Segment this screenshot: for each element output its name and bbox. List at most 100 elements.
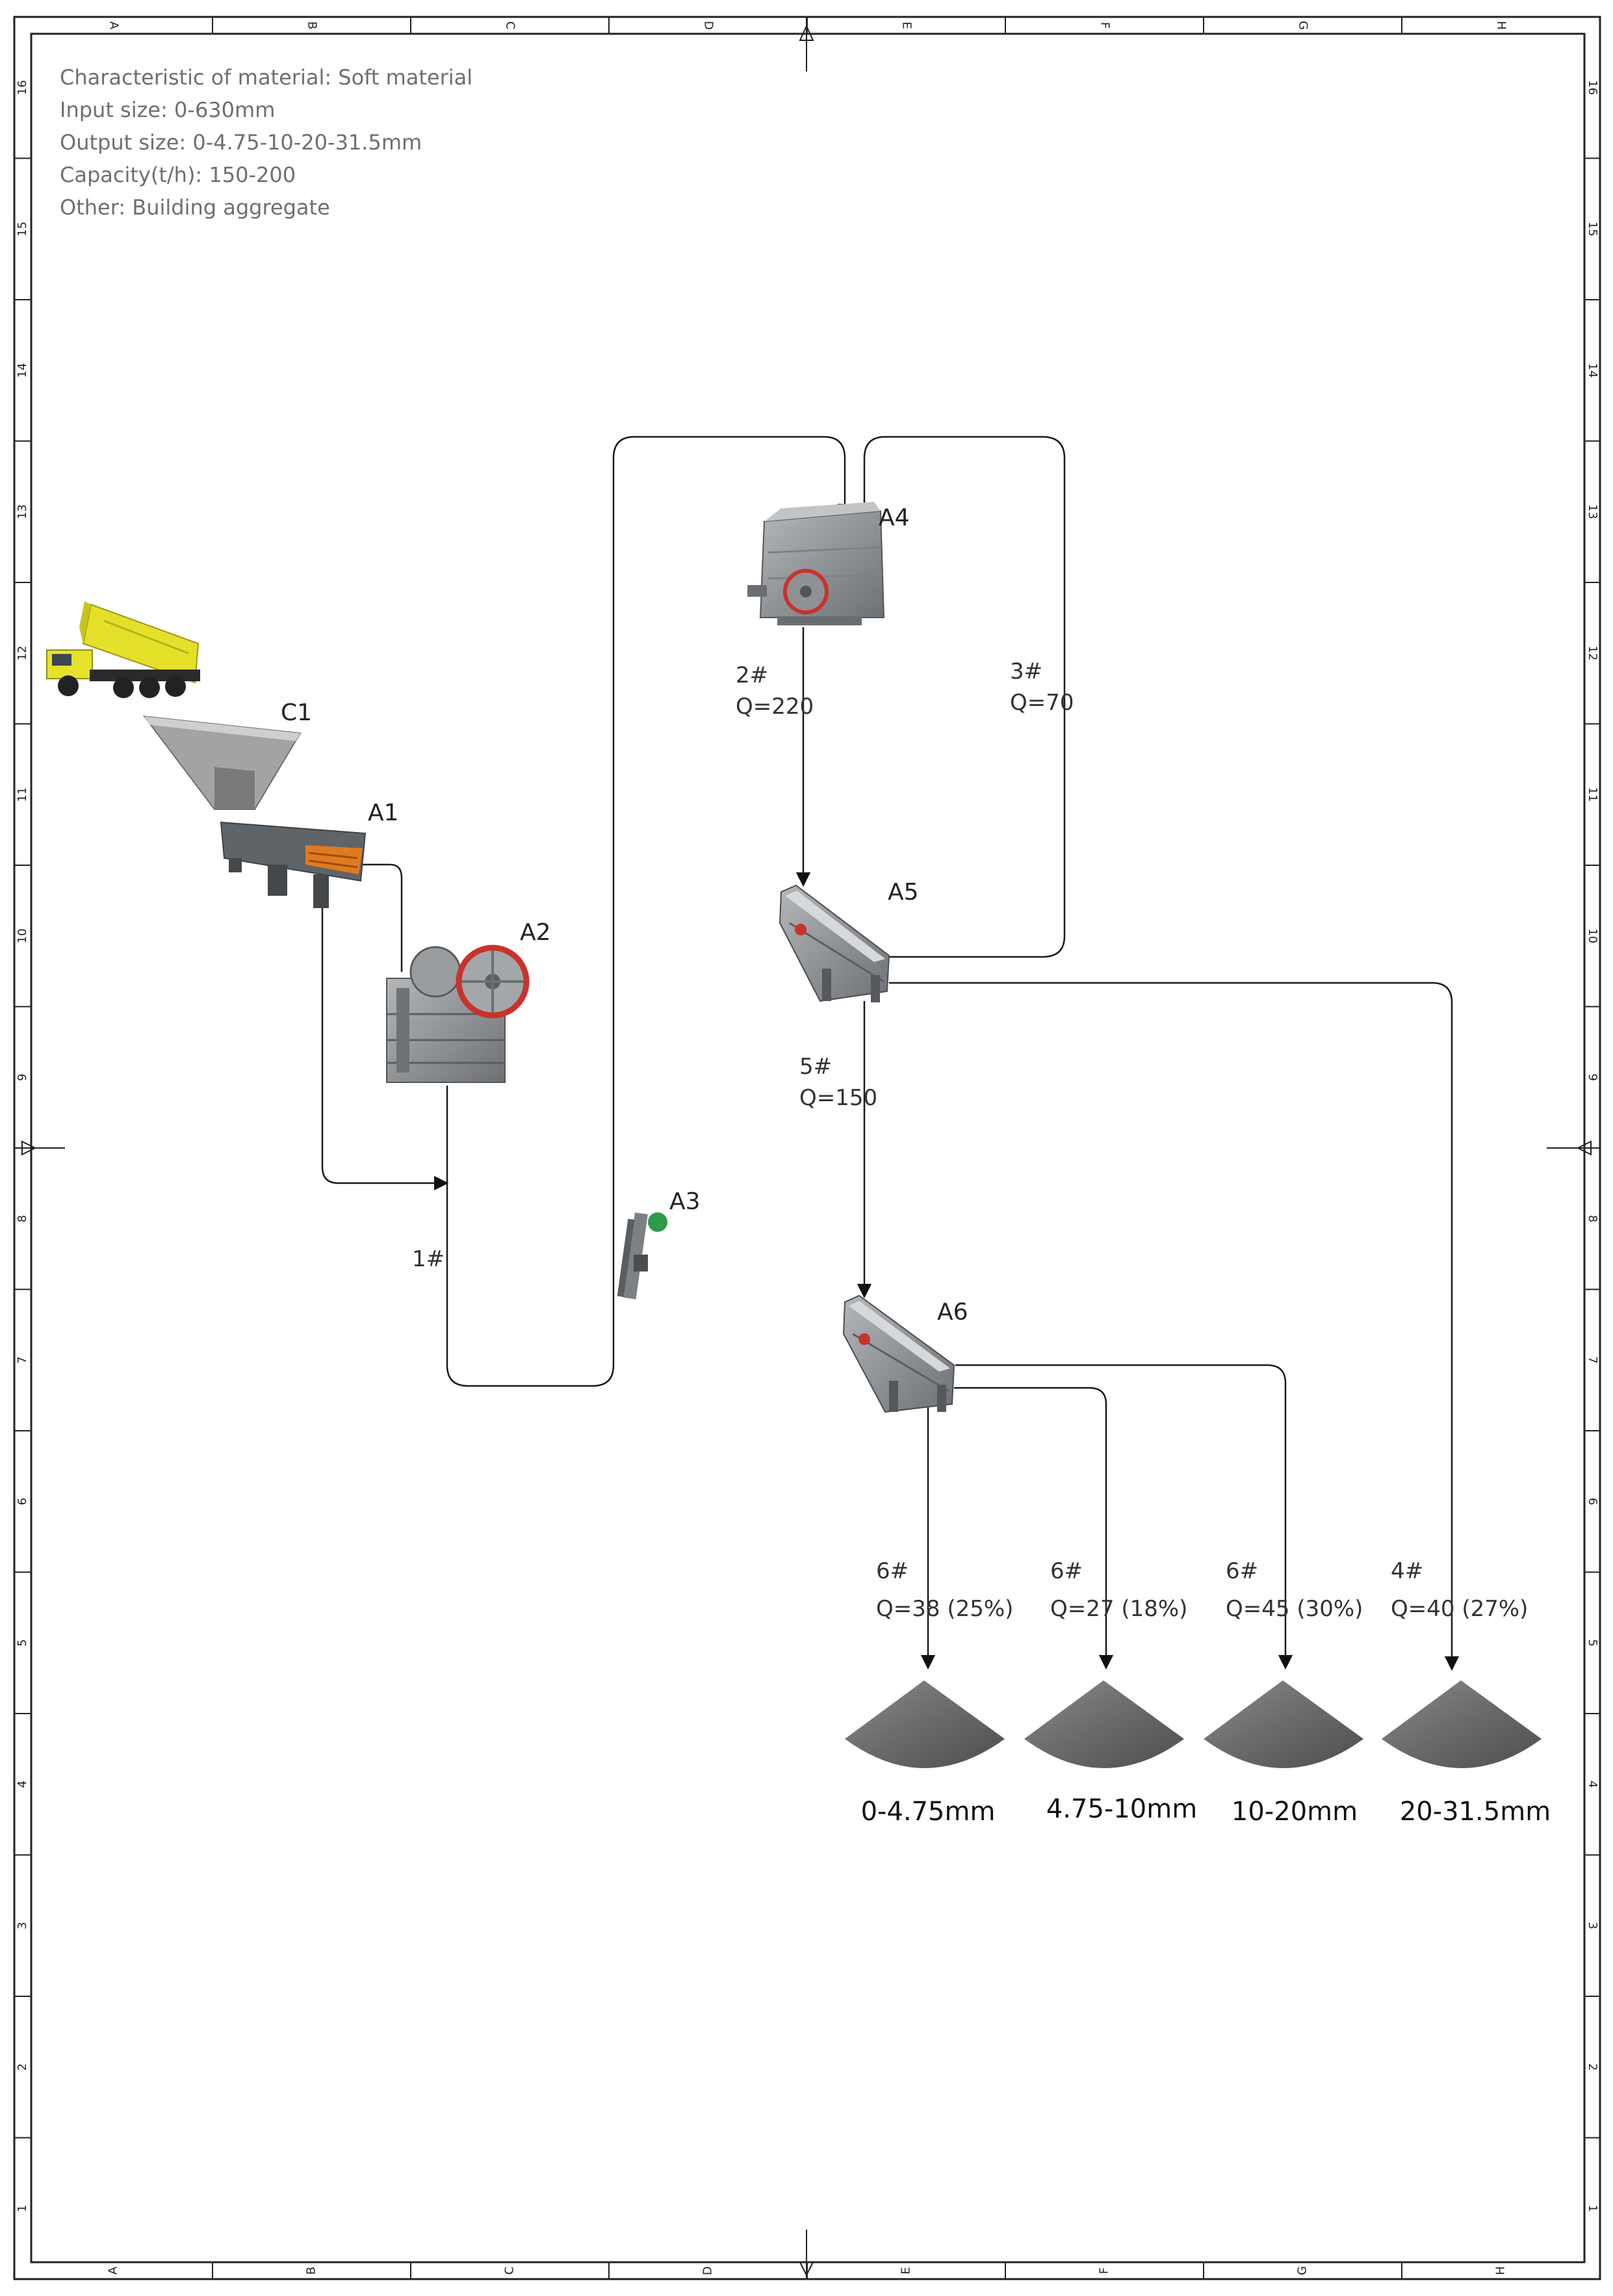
grid-row-left-12: 12: [16, 646, 29, 660]
label-a6: A6: [937, 1299, 968, 1325]
label-a2: A2: [520, 919, 551, 946]
grid-col-top-F: F: [1098, 22, 1112, 29]
label-a1: A1: [368, 800, 399, 826]
grid-row-right-5: 5: [1586, 1639, 1599, 1647]
flow-label-5-q: Q=150: [799, 1085, 877, 1111]
flow-6-pile-3: [955, 1364, 1293, 1670]
grid-col-bottom-F: F: [1098, 2267, 1111, 2274]
flow-label-p1-q: Q=38 (25%): [876, 1596, 1013, 1622]
flow-1-to-a4: [446, 436, 853, 1387]
label-a3: A3: [669, 1188, 701, 1215]
feeder-a1-icon: [220, 821, 367, 908]
grid-row-left-10: 10: [16, 928, 29, 943]
grid-col-bottom-H: H: [1494, 2266, 1508, 2275]
spec-block: Characteristic of material: Soft materia…: [60, 65, 472, 220]
flow-lines: [321, 436, 1460, 1671]
grid-col-bottom-C: C: [503, 2267, 517, 2275]
flow-label-2-id: 2#: [736, 662, 768, 688]
flow-a1-to-a2: [356, 863, 403, 972]
grid-row-left-9: 9: [16, 1074, 29, 1081]
grid-row-left-16: 16: [16, 80, 29, 95]
flow-label-p2-id: 6#: [1050, 1558, 1083, 1584]
flow-6-pile-2: [954, 1387, 1114, 1670]
flow-label-p2-q: Q=27 (18%): [1050, 1596, 1187, 1622]
spec-material: Characteristic of material: Soft materia…: [60, 65, 472, 90]
grid-row-right-2: 2: [1586, 2063, 1599, 2070]
product-pile-3: [1204, 1680, 1363, 1768]
grid-row-right-7: 7: [1586, 1357, 1599, 1364]
label-a4: A4: [879, 504, 910, 531]
grid-row-right-10: 10: [1586, 928, 1599, 943]
grid-col-top-B: B: [305, 21, 319, 29]
grid-row-left-3: 3: [16, 1922, 29, 1929]
grid-row-left-4: 4: [16, 1781, 29, 1788]
flow-label-1: 1#: [412, 1246, 445, 1272]
product-label-2: 4.75-10mm: [1046, 1794, 1197, 1824]
product-label-3: 10-20mm: [1232, 1797, 1358, 1827]
flow-3-return: [857, 436, 1066, 958]
grid-row-right-11: 11: [1586, 787, 1599, 802]
grid-col-top-G: G: [1297, 21, 1310, 30]
product-piles: [845, 1680, 1542, 1768]
dump-truck-icon: [46, 601, 200, 698]
product-pile-1: [845, 1680, 1005, 1768]
conveyor-a3-icon: [617, 1212, 667, 1299]
grid-col-bottom-D: D: [701, 2266, 715, 2275]
grid-row-right-16: 16: [1586, 80, 1599, 95]
grid-row-left-6: 6: [16, 1498, 29, 1505]
flow-label-3-id: 3#: [1010, 659, 1042, 685]
label-c1: C1: [281, 699, 312, 726]
spec-input-size: Input size: 0-630mm: [60, 98, 275, 122]
grid-col-bottom-A: A: [107, 2266, 120, 2275]
grid-row-right-15: 15: [1586, 222, 1599, 237]
flow-label-2-q: Q=220: [736, 694, 814, 720]
grid-row-left-15: 15: [16, 222, 29, 237]
grid-row-right-9: 9: [1586, 1074, 1599, 1081]
flow-label-p4-q: Q=40 (27%): [1391, 1596, 1528, 1622]
product-label-4: 20-31.5mm: [1400, 1797, 1551, 1827]
grid-row-right-8: 8: [1586, 1215, 1599, 1222]
flow-label-p3-q: Q=45 (30%): [1226, 1596, 1363, 1622]
grid-row-left-11: 11: [16, 787, 29, 802]
label-a5: A5: [888, 879, 919, 906]
grid-row-left-1: 1: [16, 2205, 29, 2212]
hopper-c1-icon: [142, 715, 302, 810]
flow-label-p4-id: 4#: [1391, 1558, 1423, 1584]
grid-col-bottom-E: E: [899, 2267, 913, 2274]
grid-row-right-6: 6: [1586, 1498, 1599, 1505]
grid-row-left-8: 8: [16, 1215, 29, 1222]
grid-col-bottom-G: G: [1296, 2266, 1310, 2275]
grid-row-right-12: 12: [1586, 646, 1599, 660]
grid-col-top-H: H: [1495, 21, 1508, 30]
grid-row-right-4: 4: [1586, 1781, 1599, 1788]
flow-label-p3-id: 6#: [1226, 1558, 1258, 1584]
grid-row-left-2: 2: [16, 2063, 29, 2070]
spec-other: Other: Building aggregate: [60, 195, 330, 220]
grid-row-left-13: 13: [16, 504, 29, 519]
vibrating-screen-a6-icon: [842, 1294, 955, 1413]
grid-col-top-C: C: [504, 21, 517, 30]
grid-row-left-5: 5: [16, 1639, 29, 1647]
flow-label-3-q: Q=70: [1010, 690, 1074, 716]
vibrating-screen-a5-icon: [779, 884, 890, 1002]
product-pile-4: [1382, 1680, 1542, 1768]
grid-row-left-7: 7: [16, 1357, 29, 1364]
spec-output-size: Output size: 0-4.75-10-20-31.5mm: [60, 130, 422, 155]
grid-col-top-D: D: [702, 21, 716, 30]
grid-col-bottom-B: B: [305, 2267, 318, 2275]
grid-row-right-13: 13: [1586, 504, 1599, 519]
grid-row-left-14: 14: [16, 363, 29, 378]
grid-row-right-3: 3: [1586, 1922, 1599, 1929]
flow-label-5-id: 5#: [799, 1054, 832, 1080]
flow-label-p1-id: 6#: [876, 1558, 909, 1584]
flow-4-to-pile: [889, 982, 1460, 1671]
product-pile-2: [1024, 1680, 1184, 1768]
grid-row-right-14: 14: [1586, 363, 1599, 378]
grid-col-top-E: E: [900, 21, 914, 29]
product-label-1: 0-4.75mm: [861, 1797, 996, 1827]
jaw-crusher-a2-icon: [386, 945, 530, 1083]
spec-capacity: Capacity(t/h): 150-200: [60, 163, 296, 187]
grid-row-right-1: 1: [1586, 2205, 1599, 2212]
